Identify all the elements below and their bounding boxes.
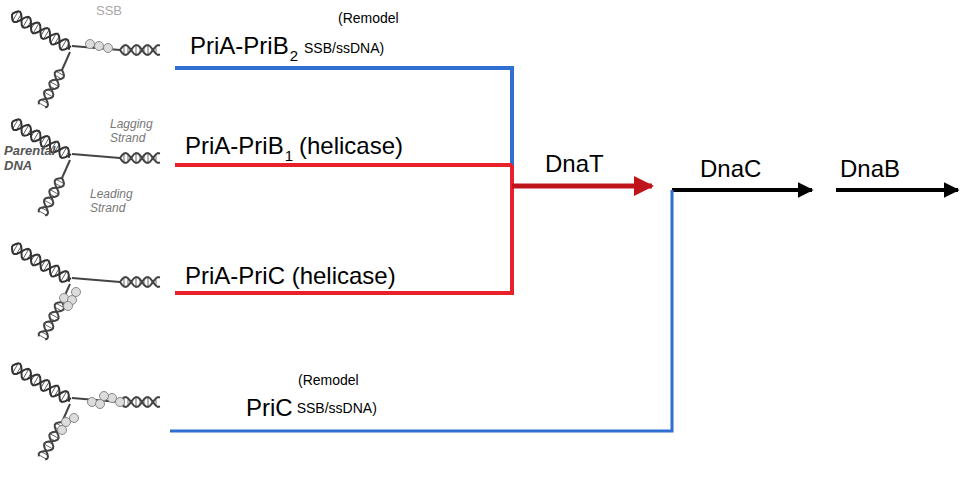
ssb-protein (95, 42, 104, 51)
helix-strand (120, 397, 160, 407)
helix-strand (120, 45, 160, 55)
pathway-label: PriA-PriC (helicase) (185, 262, 396, 290)
pathway-label: PriC (246, 394, 293, 422)
ss-dna (72, 278, 120, 282)
helix-strand (44, 178, 62, 216)
protein-label: DnaC (700, 155, 761, 183)
helix-strand (120, 45, 160, 55)
dna-fork-illustrations (12, 11, 160, 459)
helix-rung (136, 277, 137, 287)
pathway-note: (Remodel (298, 372, 359, 388)
pathway-note: SSB/ssDNA) (297, 400, 377, 416)
red-pathway-line (175, 163, 512, 167)
subscript: 1 (285, 147, 293, 164)
ssb-protein (72, 288, 81, 297)
helix-strand (120, 397, 160, 407)
helix-strand (12, 11, 71, 50)
blue-pathway-line (175, 68, 512, 168)
strand-label: Parental DNA (4, 144, 66, 174)
red-pathway-line (175, 165, 512, 293)
ssb-protein (86, 40, 95, 49)
ssb-protein (58, 426, 67, 435)
dnac-arrow (672, 188, 812, 192)
ssb-protein (116, 398, 125, 407)
ssb-protein (70, 414, 79, 423)
helix-rung (148, 397, 149, 407)
strand-label: Lagging Strand (110, 118, 165, 146)
pathway-label: PriA-PriB (185, 132, 284, 160)
subscript: 2 (290, 47, 298, 64)
ss-dna (72, 154, 120, 158)
helix-strand (12, 363, 71, 402)
ssb-protein (100, 392, 109, 401)
helix-strand (12, 243, 71, 282)
helix-strand (120, 153, 160, 163)
ssb-protein (64, 302, 73, 311)
strand-label: Leading Strand (90, 188, 148, 216)
helix-strand (120, 277, 160, 287)
helix-rung (136, 45, 137, 55)
helix-strand (39, 302, 64, 336)
helix-strand (44, 70, 62, 108)
helix-strand (120, 153, 160, 163)
pathway-label: (helicase) (299, 132, 403, 160)
ss-dna (62, 160, 70, 178)
ssb-label: SSB (96, 4, 122, 19)
helix-rung (148, 153, 149, 163)
helix-strand (120, 277, 160, 287)
helix-strand (39, 178, 64, 212)
dnat-arrow (512, 184, 652, 189)
blue-pathway-line (170, 190, 672, 431)
helix-rung (136, 153, 137, 163)
ss-dna (62, 52, 70, 70)
protein-label: DnaB (840, 155, 900, 183)
ssb-protein (104, 44, 113, 53)
helix-rung (148, 45, 149, 55)
helix-strand (39, 70, 64, 104)
helix-strand (44, 302, 62, 340)
pathway-note: (Remodel (338, 10, 399, 26)
protein-label: DnaT (545, 150, 604, 178)
helix-rung (148, 277, 149, 287)
dnab-arrow (836, 188, 958, 192)
pathway-note: SSB/ssDNA) (304, 40, 384, 56)
pathway-label: PriA-PriB (190, 32, 289, 60)
helix-rung (136, 397, 137, 407)
